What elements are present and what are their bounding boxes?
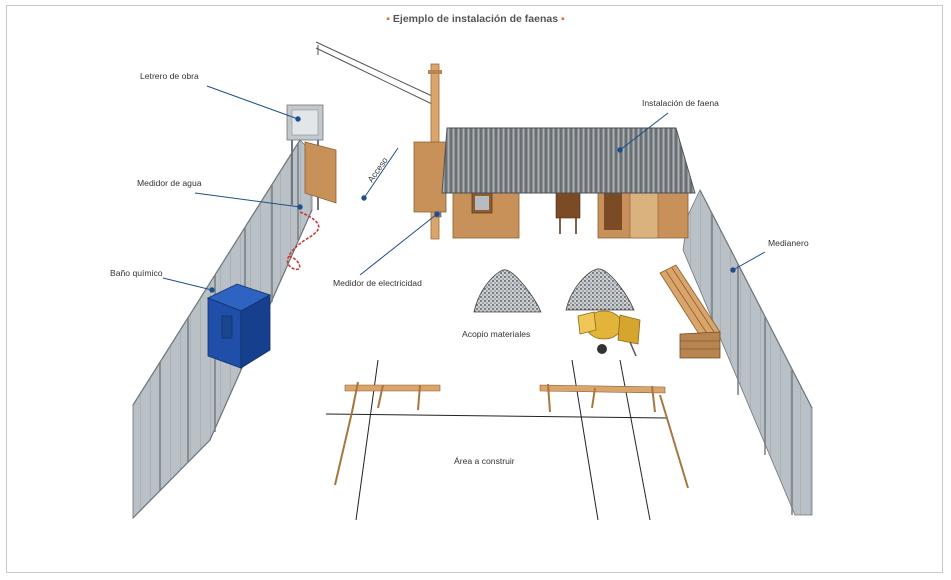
label-medidor-de-agua: Medidor de agua bbox=[137, 178, 202, 188]
chemical-toilet bbox=[208, 284, 270, 368]
label-medidor-de-electricidad: Medidor de electricidad bbox=[333, 278, 422, 288]
material-pile-2 bbox=[566, 269, 634, 310]
label-acceso: Acceso bbox=[365, 155, 389, 184]
label-instalacion-de-faena: Instalación de faena bbox=[642, 98, 719, 108]
label-bano-quimico: Baño químico bbox=[110, 268, 163, 278]
label-medianero: Medianero bbox=[768, 238, 809, 248]
construction-area bbox=[326, 360, 688, 520]
label-letrero-de-obra: Letrero de obra bbox=[140, 71, 199, 81]
power-line bbox=[316, 42, 432, 104]
site-installation-building bbox=[442, 128, 695, 238]
material-pile-1 bbox=[474, 270, 541, 312]
label-area-a-construir: Área a construir bbox=[454, 456, 515, 466]
label-acopio-materiales: Acopio materiales bbox=[462, 329, 530, 339]
concrete-mixer bbox=[578, 311, 640, 356]
